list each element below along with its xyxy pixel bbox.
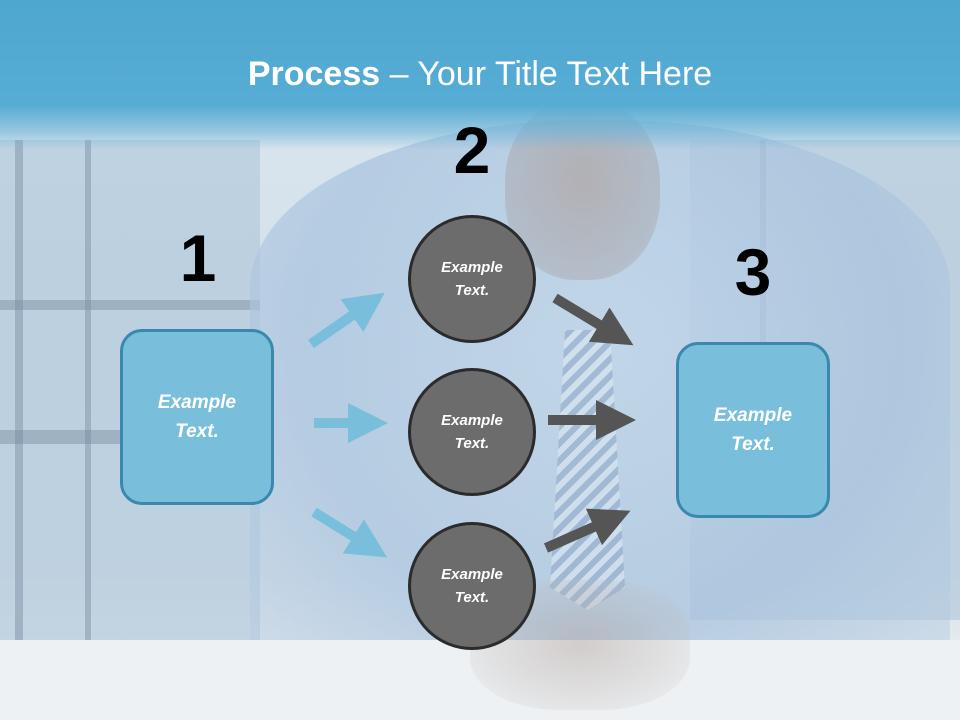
arrow-blue-up	[308, 292, 385, 349]
slide-title: Process – Your Title Text Here	[0, 52, 960, 96]
step-number-1: 1	[179, 221, 217, 295]
step-2-circle-middle: Example Text.	[408, 368, 536, 496]
bg-frame	[0, 300, 260, 310]
arrow-gray-down	[552, 293, 634, 346]
step-2-circle-bottom: Example Text.	[408, 522, 536, 650]
title-rest: – Your Title Text Here	[380, 55, 713, 93]
step-3-box: Example Text.	[676, 342, 830, 518]
title-bar	[0, 0, 960, 150]
step-1-box: Example Text.	[120, 329, 274, 505]
step-number-3: 3	[734, 235, 772, 309]
bg-table	[0, 640, 960, 720]
arrow-blue-down	[311, 507, 388, 558]
step-number-2: 2	[453, 113, 491, 187]
title-bold: Process	[247, 55, 381, 93]
bg-tie	[550, 330, 625, 610]
arrow-gray-up	[543, 508, 631, 553]
bg-frame	[85, 140, 91, 640]
bg-frame	[15, 140, 23, 640]
step-2-circle-top: Example Text.	[408, 215, 536, 343]
